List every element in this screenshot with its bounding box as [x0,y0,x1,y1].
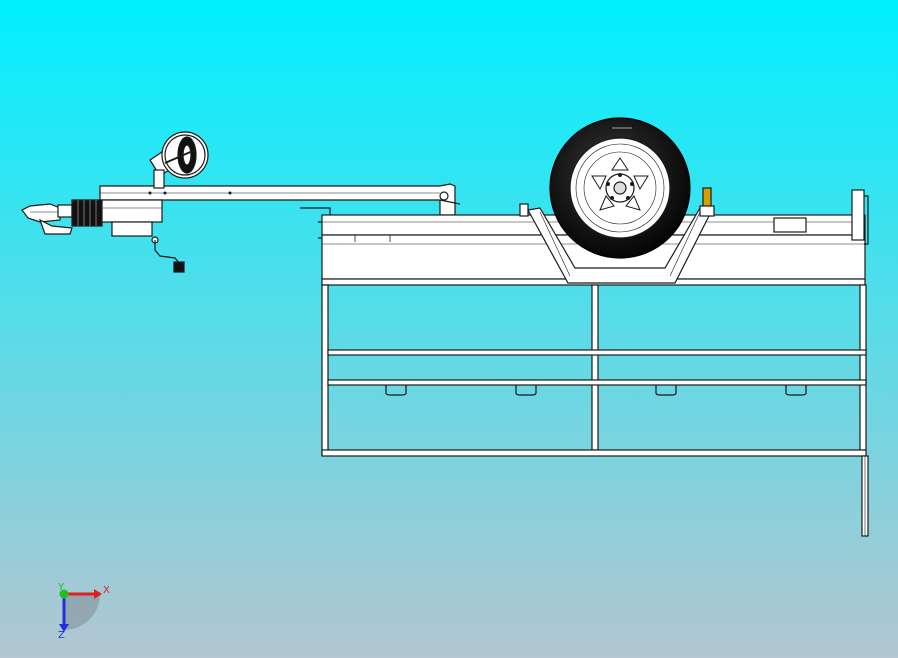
brake-housing [101,199,163,244]
triad-shadow [64,594,100,630]
lower-frame[interactable] [321,284,867,457]
rear-prop-stand[interactable] [861,455,869,537]
drawbar[interactable] [99,183,461,219]
triad-z-label: Z [58,630,65,641]
orientation-triad: X Y Z [57,582,110,641]
coupling-bellows [71,199,103,227]
jockey-wheel[interactable] [149,131,209,189]
triad-x-arrowhead [94,589,102,599]
spare-wheel[interactable] [549,117,691,259]
triad-y-axis [59,589,69,599]
marker-lamp [699,187,715,217]
triad-x-label: X [103,585,110,596]
triad-z-arrowhead [59,624,69,632]
handbrake-crank[interactable] [154,240,185,273]
triad-y-label: Y [57,582,65,593]
trailer-model[interactable] [21,117,869,537]
tow-coupling[interactable] [21,203,73,235]
